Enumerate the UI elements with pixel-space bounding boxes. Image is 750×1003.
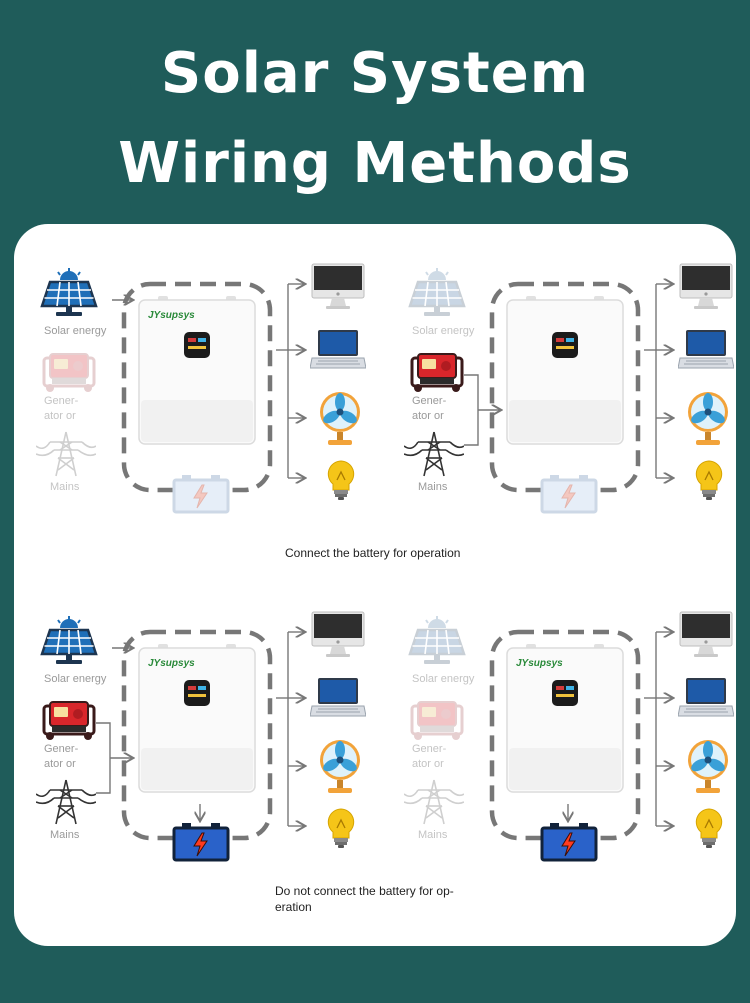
power-tower-icon (403, 428, 465, 483)
monitor-icon (678, 610, 734, 663)
light-bulb-icon (692, 458, 726, 507)
label-generator-line-1: Gener- (44, 743, 79, 755)
inverter-icon: JYsupsys (506, 644, 624, 799)
monitor-icon (310, 262, 366, 315)
light-bulb-icon (324, 458, 358, 507)
label-mains: Mains (418, 481, 448, 493)
power-tower-icon (35, 776, 97, 831)
inverter-icon: JYsupsys (138, 296, 256, 451)
fan-icon (684, 738, 732, 799)
label-generator-or: Gener-ator or (44, 742, 78, 772)
monitor-icon (678, 262, 734, 315)
generator-icon (408, 350, 466, 399)
label-generator-line-2: ator or (44, 409, 76, 422)
caption-no-battery: Do not connect the battery for op- erati… (275, 884, 454, 914)
battery-icon (540, 822, 598, 867)
fan-icon (316, 738, 364, 799)
solar-panel-icon (406, 614, 468, 671)
solar-panel-icon (38, 266, 100, 323)
inverter-brand-logo: JYsupsys (148, 658, 195, 669)
label-solar-energy: Solar energy (44, 325, 107, 337)
fan-icon (684, 390, 732, 451)
generator-icon (408, 698, 466, 747)
fan-icon (316, 390, 364, 451)
label-generator-line-2: ator or (412, 757, 444, 770)
light-bulb-icon (692, 806, 726, 855)
label-generator-line-1: Gener- (412, 395, 447, 407)
caption-connect-battery: Connect the battery for operation (285, 546, 461, 560)
inverter-icon: JYsupsys (138, 644, 256, 799)
solar-panel-icon (406, 266, 468, 323)
generator-icon (40, 698, 98, 747)
label-solar-energy: Solar energy (412, 673, 475, 685)
label-solar-energy: Solar energy (44, 673, 107, 685)
label-generator-line-2: ator or (44, 757, 76, 770)
generator-icon (40, 350, 98, 399)
wiring-panel-top-right: Solar energy Gener-ator or Mains (403, 260, 750, 530)
monitor-icon (310, 610, 366, 663)
label-generator-or: Gener-ator or (44, 394, 78, 424)
inverter-brand-logo: JYsupsys (516, 658, 563, 669)
battery-icon (540, 474, 598, 519)
wiring-panel-bottom-right: JYsupsys Solar energy Gener-ator or Main… (403, 608, 750, 878)
label-generator-line-1: Gener- (44, 395, 79, 407)
label-generator-line-1: Gener- (412, 743, 447, 755)
laptop-icon (677, 328, 735, 377)
label-solar-energy: Solar energy (412, 325, 475, 337)
label-mains: Mains (50, 829, 80, 841)
battery-icon (172, 474, 230, 519)
inverter-icon (506, 296, 624, 451)
power-tower-icon (403, 776, 465, 831)
light-bulb-icon (324, 806, 358, 855)
page-title-line-1: Solar System (160, 41, 590, 106)
wiring-panel-bottom-left: JYsupsys Solar energy Gener-ator or Main… (35, 608, 386, 878)
label-mains: Mains (50, 481, 80, 493)
laptop-icon (677, 676, 735, 725)
solar-panel-icon (38, 614, 100, 671)
label-generator-line-2: ator or (412, 409, 444, 422)
label-generator-or: Gener-ator or (412, 742, 446, 772)
diagram-card: JYsupsys Solar energy Gener-ator or Main… (14, 224, 736, 946)
laptop-icon (309, 676, 367, 725)
inverter-brand-logo: JYsupsys (148, 310, 195, 321)
battery-icon (172, 822, 230, 867)
wiring-panel-top-left: JYsupsys Solar energy Gener-ator or Main… (35, 260, 386, 530)
label-mains: Mains (418, 829, 448, 841)
laptop-icon (309, 328, 367, 377)
label-generator-or: Gener-ator or (412, 394, 446, 424)
power-tower-icon (35, 428, 97, 483)
page-title-line-2: Wiring Methods (118, 131, 632, 196)
